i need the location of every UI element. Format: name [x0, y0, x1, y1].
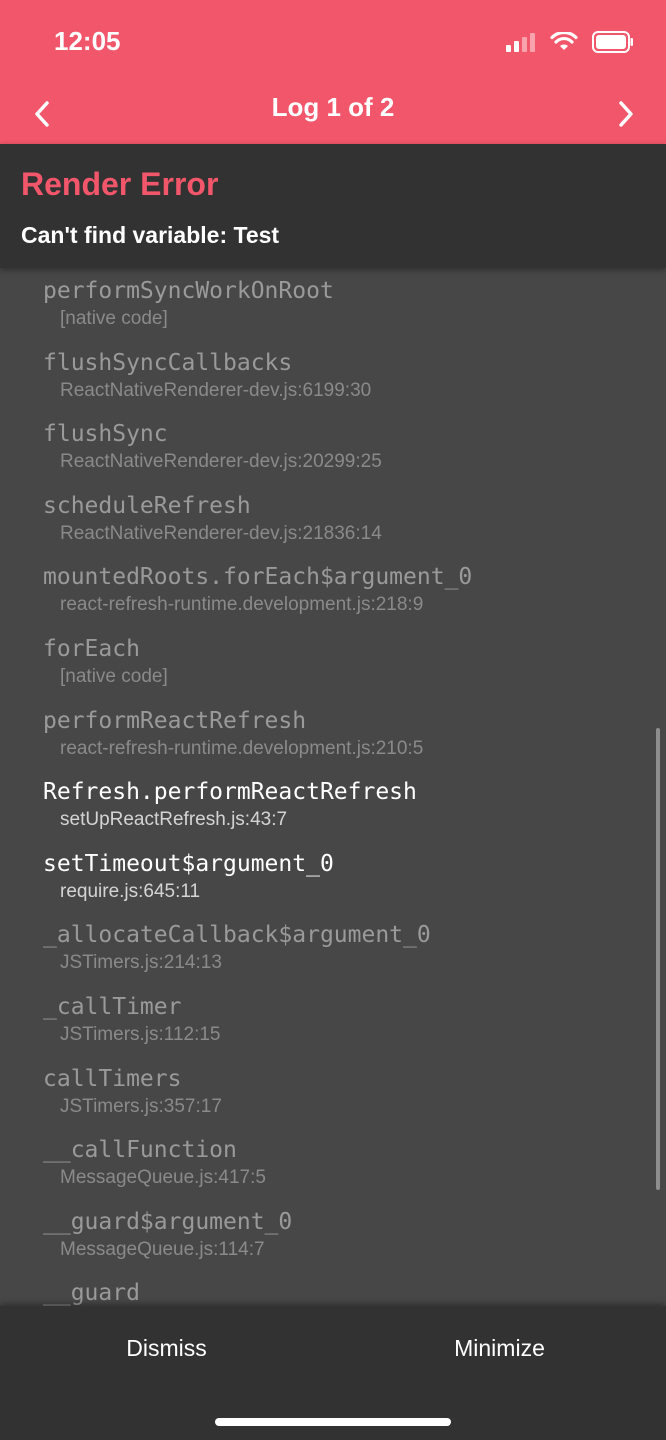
stack-frame-location: [native code] [60, 308, 168, 329]
stack-frame[interactable]: performReactRefresh react-refresh-runtime… [43, 706, 423, 762]
stack-frame-function: callTimers [43, 1065, 182, 1092]
footer-bar: Dismiss Minimize [0, 1306, 666, 1440]
stack-frame-function: __callFunction [43, 1137, 237, 1164]
stack-frame-function: _callTimer [43, 994, 182, 1020]
stack-frame[interactable]: performSyncWorkOnRoot [native code] [43, 276, 334, 332]
stack-frame[interactable]: setTimeout$argument_0 require.js:645:11 [43, 849, 334, 905]
stack-frame-location: MessageQueue.js:114:7 [60, 1238, 265, 1260]
stack-frame[interactable]: Refresh.performReactRefresh setUpReactRef… [43, 777, 417, 833]
stack-frame-location: react-refresh-runtime.development.js:210… [60, 737, 424, 759]
stack-frame-location: react-refresh-runtime.development.js:218… [60, 594, 424, 616]
error-header: Render Error Can't find variable: Test [0, 144, 666, 268]
stack-frame-function: __guard [43, 1280, 140, 1306]
battery-icon [592, 31, 633, 53]
stack-frame-function: __guard$argument_0 [43, 1208, 293, 1235]
log-counter-title: Log 1 of 2 [271, 92, 395, 122]
stack-frame-function: performSyncWorkOnRoot [43, 278, 334, 304]
stack-frame-function: forEach [43, 636, 140, 662]
status-bar: 12:05 [0, 0, 666, 86]
stack-frame-function: mountedRoots.forEach$argument_0 [43, 564, 473, 591]
stack-frame[interactable]: __guard [43, 1278, 140, 1306]
minimize-button[interactable]: Minimize [454, 1335, 545, 1361]
status-icons [506, 30, 634, 54]
stack-frame-location: JSTimers.js:357:17 [60, 1095, 222, 1117]
stack-frame-function: flushSyncCallbacks [43, 349, 293, 376]
stack-frame-location: ReactNativeRenderer-dev.js:20299:25 [60, 451, 382, 473]
stack-frame-function: _allocateCallback$argument_0 [43, 922, 431, 949]
stack-frame[interactable]: forEach [native code] [43, 634, 168, 690]
stack-frame-location: setUpReactRefresh.js:43:7 [60, 809, 288, 831]
previous-log-button[interactable] [22, 94, 62, 134]
stack-frame-location: JSTimers.js:214:13 [60, 952, 222, 974]
error-message: Can't find variable: Test [21, 222, 280, 248]
log-navigation: Log 1 of 2 [0, 86, 666, 144]
stack-frame-location: [native code] [60, 666, 168, 687]
home-indicator [215, 1418, 451, 1426]
dismiss-button[interactable]: Dismiss [126, 1335, 207, 1361]
stack-frame-location: JSTimers.js:112:15 [60, 1024, 221, 1045]
stack-frame[interactable]: mountedRoots.forEach$argument_0 react-ref… [43, 562, 472, 618]
stack-frame-function: Refresh.performReactRefresh [43, 779, 417, 806]
chevron-right-icon [619, 101, 633, 127]
stack-frame-location: MessageQueue.js:417:5 [60, 1167, 266, 1189]
stack-frame-function: setTimeout$argument_0 [43, 850, 334, 877]
stack-frame-function: flushSync [43, 421, 168, 448]
cellular-signal-icon [506, 33, 535, 52]
error-title: Render Error [21, 166, 219, 202]
status-time: 12:05 [54, 26, 121, 56]
stack-frame-location: require.js:645:11 [60, 880, 201, 902]
wifi-icon [550, 32, 578, 50]
stack-frame-function: performReactRefresh [43, 707, 307, 734]
scrollbar[interactable] [656, 728, 660, 1190]
next-log-button[interactable] [606, 94, 646, 134]
chevron-left-icon [35, 101, 49, 127]
stack-trace-list[interactable]: performSyncWorkOnRoot [native code] flushS… [0, 268, 666, 1306]
stack-frame-function: scheduleRefresh [43, 492, 251, 519]
stack-frame-location: ReactNativeRenderer-dev.js:6199:30 [60, 379, 372, 401]
stack-frame-location: ReactNativeRenderer-dev.js:21836:14 [60, 522, 382, 544]
